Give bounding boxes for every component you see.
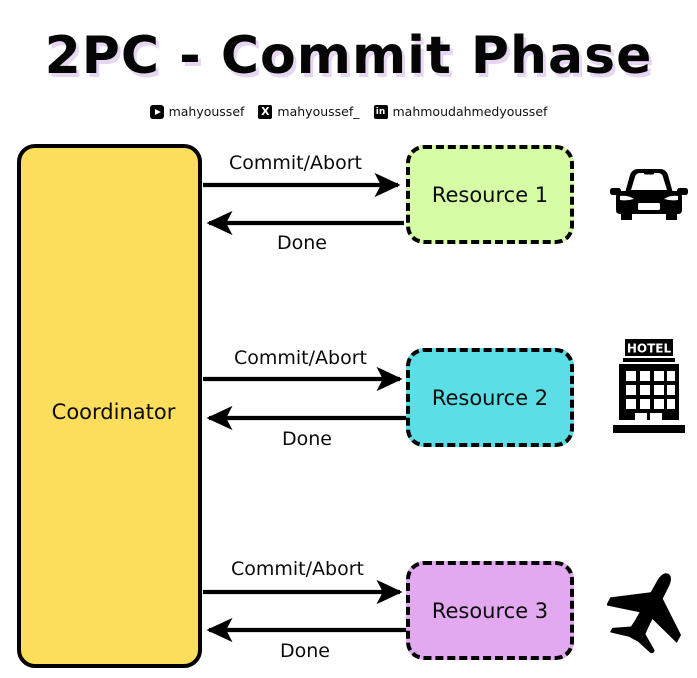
social-handles-row: mahyoussef X mahyoussef_ in mahmoudahmed… — [0, 105, 697, 119]
page-title: 2PC - Commit Phase — [44, 26, 653, 86]
plane-icon — [607, 566, 691, 654]
handle-youtube: mahyoussef — [149, 103, 245, 119]
plane-icon-glyph — [607, 573, 682, 653]
youtube-icon — [149, 105, 164, 119]
arrow-pair-resource-2 — [203, 366, 406, 431]
resource-node-1: Resource 1 — [406, 145, 574, 244]
resource-1-label: Resource 1 — [431, 182, 549, 207]
hotel-sign-text: HOTEL — [627, 342, 672, 356]
coordinator-label: Coordinator — [51, 400, 176, 424]
car-icon-glyph — [610, 169, 688, 220]
hotel-icon: HOTEL — [607, 336, 691, 436]
handle-x-label: mahyoussef_ — [277, 103, 360, 119]
handle-linkedin: in mahmoudahmedyoussef — [373, 103, 548, 119]
x-icon: X — [258, 105, 273, 119]
resource-2-label: Resource 2 — [431, 385, 549, 410]
resource-node-2: Resource 2 — [406, 348, 574, 447]
coordinator-node: Coordinator — [17, 144, 202, 668]
arrow-pair-resource-3 — [203, 579, 406, 643]
label-commit-abort-1: Commit/Abort — [229, 152, 362, 174]
label-commit-abort-2: Commit/Abort — [234, 347, 367, 369]
resource-3-label: Resource 3 — [431, 598, 549, 623]
resource-node-3: Resource 3 — [406, 561, 574, 660]
label-done-1: Done — [277, 232, 327, 254]
handle-youtube-label: mahyoussef — [168, 103, 245, 119]
label-done-3: Done — [280, 640, 330, 662]
handle-x: X mahyoussef_ — [258, 103, 360, 119]
hotel-icon-glyph: HOTEL — [613, 339, 685, 433]
linkedin-icon: in — [373, 105, 388, 119]
car-icon — [607, 163, 691, 225]
label-commit-abort-3: Commit/Abort — [231, 558, 364, 580]
arrow-pair-resource-1 — [203, 172, 404, 236]
label-done-2: Done — [282, 428, 332, 450]
handle-linkedin-label: mahmoudahmedyoussef — [392, 103, 548, 119]
